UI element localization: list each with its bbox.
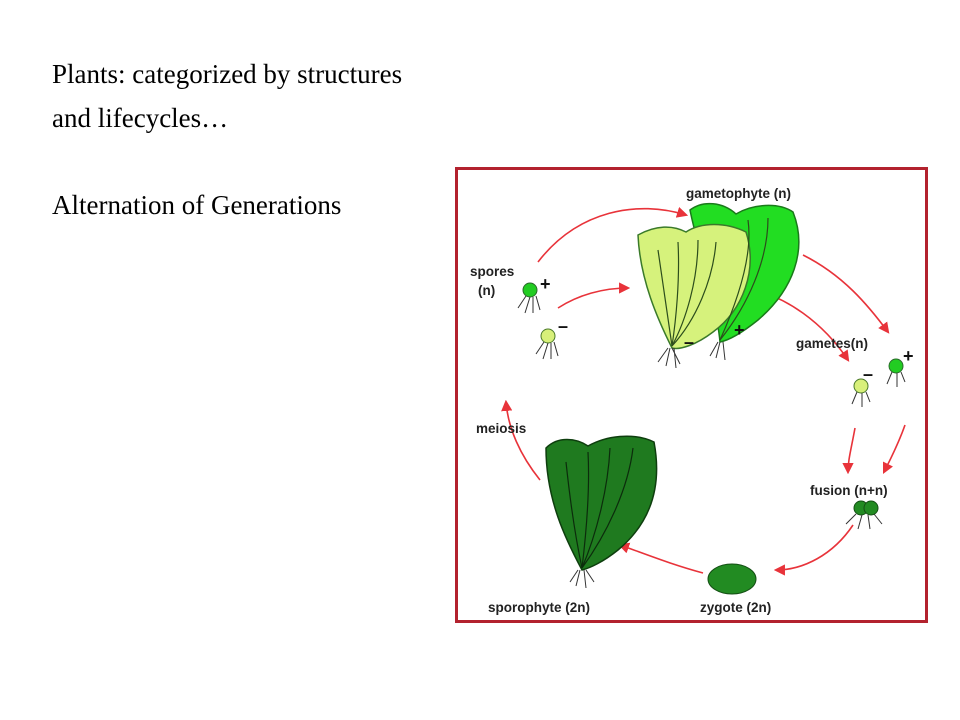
gametophyte-plant <box>637 202 800 369</box>
zygote-cell <box>707 563 757 595</box>
label-spores-n: (n) <box>478 283 495 298</box>
arrow-fusion-to-zygote <box>773 524 854 576</box>
sign-spore-plus: + <box>540 274 551 294</box>
spore-minus <box>540 328 556 344</box>
sign-gamete-plus: + <box>903 346 914 366</box>
life-cycle-svg: gametophyte (n) spores (n) gametes(n) fu… <box>470 186 914 615</box>
title-line-1: Plants: categorized by structures <box>52 59 403 89</box>
arrow-sporophyte-to-meiosis <box>501 399 541 481</box>
gamete-plus <box>888 358 904 374</box>
fusion-cells <box>845 500 883 530</box>
gamete-minus <box>853 378 869 394</box>
label-fusion: fusion (n+n) <box>810 483 888 498</box>
label-sporophyte: sporophyte (2n) <box>488 600 590 615</box>
arrow-spore-minus-to-gametophyte <box>557 282 631 309</box>
sign-gamete-minus: – <box>863 364 873 384</box>
arrow-gamete-plus-to-fusion <box>882 424 906 475</box>
spore-plus <box>522 282 538 298</box>
title-line-2: and lifecycles… <box>52 103 229 133</box>
slide-subtitle: Alternation of Generations <box>52 190 342 220</box>
label-gametophyte: gametophyte (n) <box>686 186 791 201</box>
label-zygote: zygote (2n) <box>700 600 771 615</box>
sign-gametophyte-minus: – <box>684 332 694 352</box>
sporophyte-plant <box>545 435 658 589</box>
label-meiosis: meiosis <box>476 421 526 436</box>
arrow-spores-to-gametophyte <box>537 206 689 263</box>
gametes <box>851 358 906 407</box>
sign-spore-minus: – <box>558 316 568 336</box>
sign-gametophyte-plus: + <box>734 320 745 340</box>
arrow-gamete-minus-to-fusion <box>842 427 856 475</box>
life-cycle-diagram: gametophyte (n) spores (n) gametes(n) fu… <box>455 167 928 623</box>
label-spores: spores <box>470 264 514 279</box>
arrow-gametophyte-to-gametes-plus <box>802 254 890 334</box>
slide-title: Plants: categorized by structures and li… <box>52 52 402 140</box>
arrow-zygote-to-sporophyte <box>617 542 704 574</box>
label-gametes: gametes(n) <box>796 336 868 351</box>
gametophyte-leaf-front <box>637 223 751 350</box>
spores <box>517 282 559 360</box>
